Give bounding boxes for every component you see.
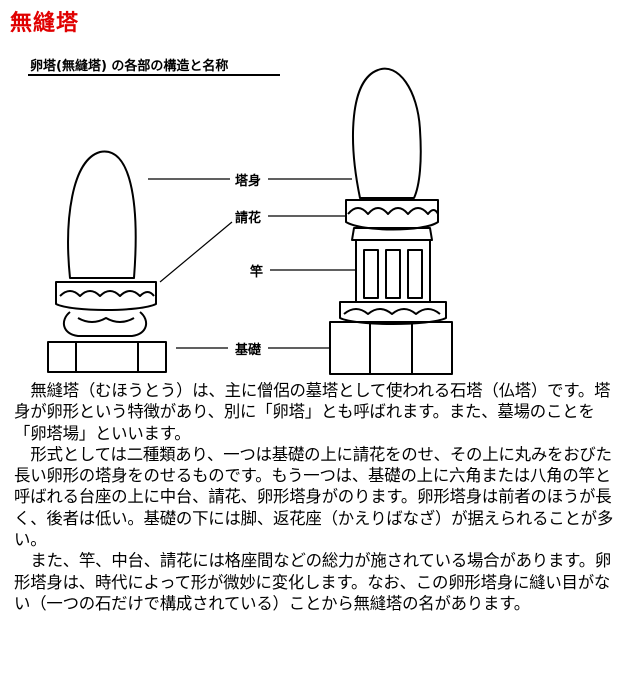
- left-stupa: [47, 150, 167, 373]
- paragraph: 形式としては二種類あり、一つは基礎の上に請花をのせ、その上に丸みをおびた長い卵形…: [14, 444, 614, 550]
- muhoto-diagram: [47, 67, 453, 375]
- right-kiso-shape: [329, 321, 453, 375]
- paragraph: また、竿、中台、請花には格座間などの総力が施されている場合があります。卵形塔身は…: [14, 551, 612, 613]
- right-stupa: [329, 67, 453, 375]
- label-kiso: 基礎: [233, 339, 264, 358]
- label-sao: 竿: [248, 261, 266, 280]
- figure-caption: 卵塔(無縫塔) の各部の構造と名称: [30, 59, 229, 74]
- article-body: 無縫塔（むほうとう）は、主に僧侶の墓塔として使われる石塔（仏塔）です。塔身が卵形…: [14, 380, 626, 614]
- left-toushin-shape: [67, 150, 137, 279]
- leader-lines: [148, 178, 356, 349]
- paragraph: 無縫塔（むほうとう）は、主に僧侶の墓塔として使われる石塔（仏塔）です。塔身が卵形…: [14, 381, 611, 443]
- label-ukebana: 請花: [233, 207, 264, 226]
- label-toushin: 塔身: [233, 170, 264, 189]
- left-chudai-shape: [62, 311, 148, 337]
- left-kiso-shape: [47, 341, 167, 373]
- page-title: 無縫塔: [10, 11, 80, 36]
- caption-underline: [28, 74, 280, 76]
- left-ukebana-shape: [55, 281, 157, 311]
- right-ukebana-shape: [345, 199, 439, 231]
- right-toushin-shape: [352, 67, 422, 199]
